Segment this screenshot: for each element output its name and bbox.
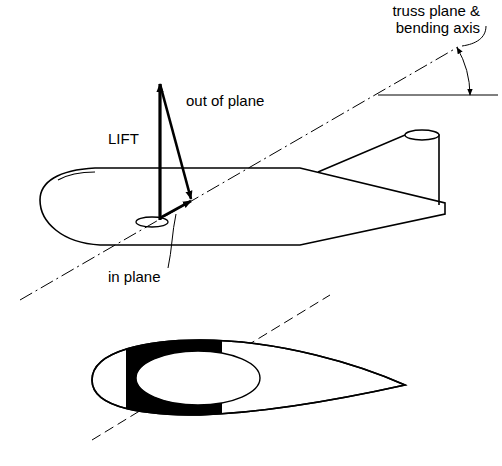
force-component-label: in plane [108, 268, 161, 285]
tail-fin [318, 135, 439, 205]
lift-arrow [158, 84, 161, 220]
fuselage-outline [40, 168, 445, 245]
airfoil-outline [92, 340, 405, 415]
force-component-label: out of plane [186, 92, 264, 109]
fin-cap [405, 130, 439, 140]
leader-line [168, 214, 176, 268]
bending-axis [20, 47, 458, 300]
axis-label: truss plane & bending axis [350, 2, 480, 36]
force-label: LIFT [108, 130, 139, 147]
wing-root [136, 217, 168, 227]
angle-arc [457, 48, 470, 96]
cockpit-line [58, 172, 95, 180]
horizontal-reference [378, 95, 498, 96]
